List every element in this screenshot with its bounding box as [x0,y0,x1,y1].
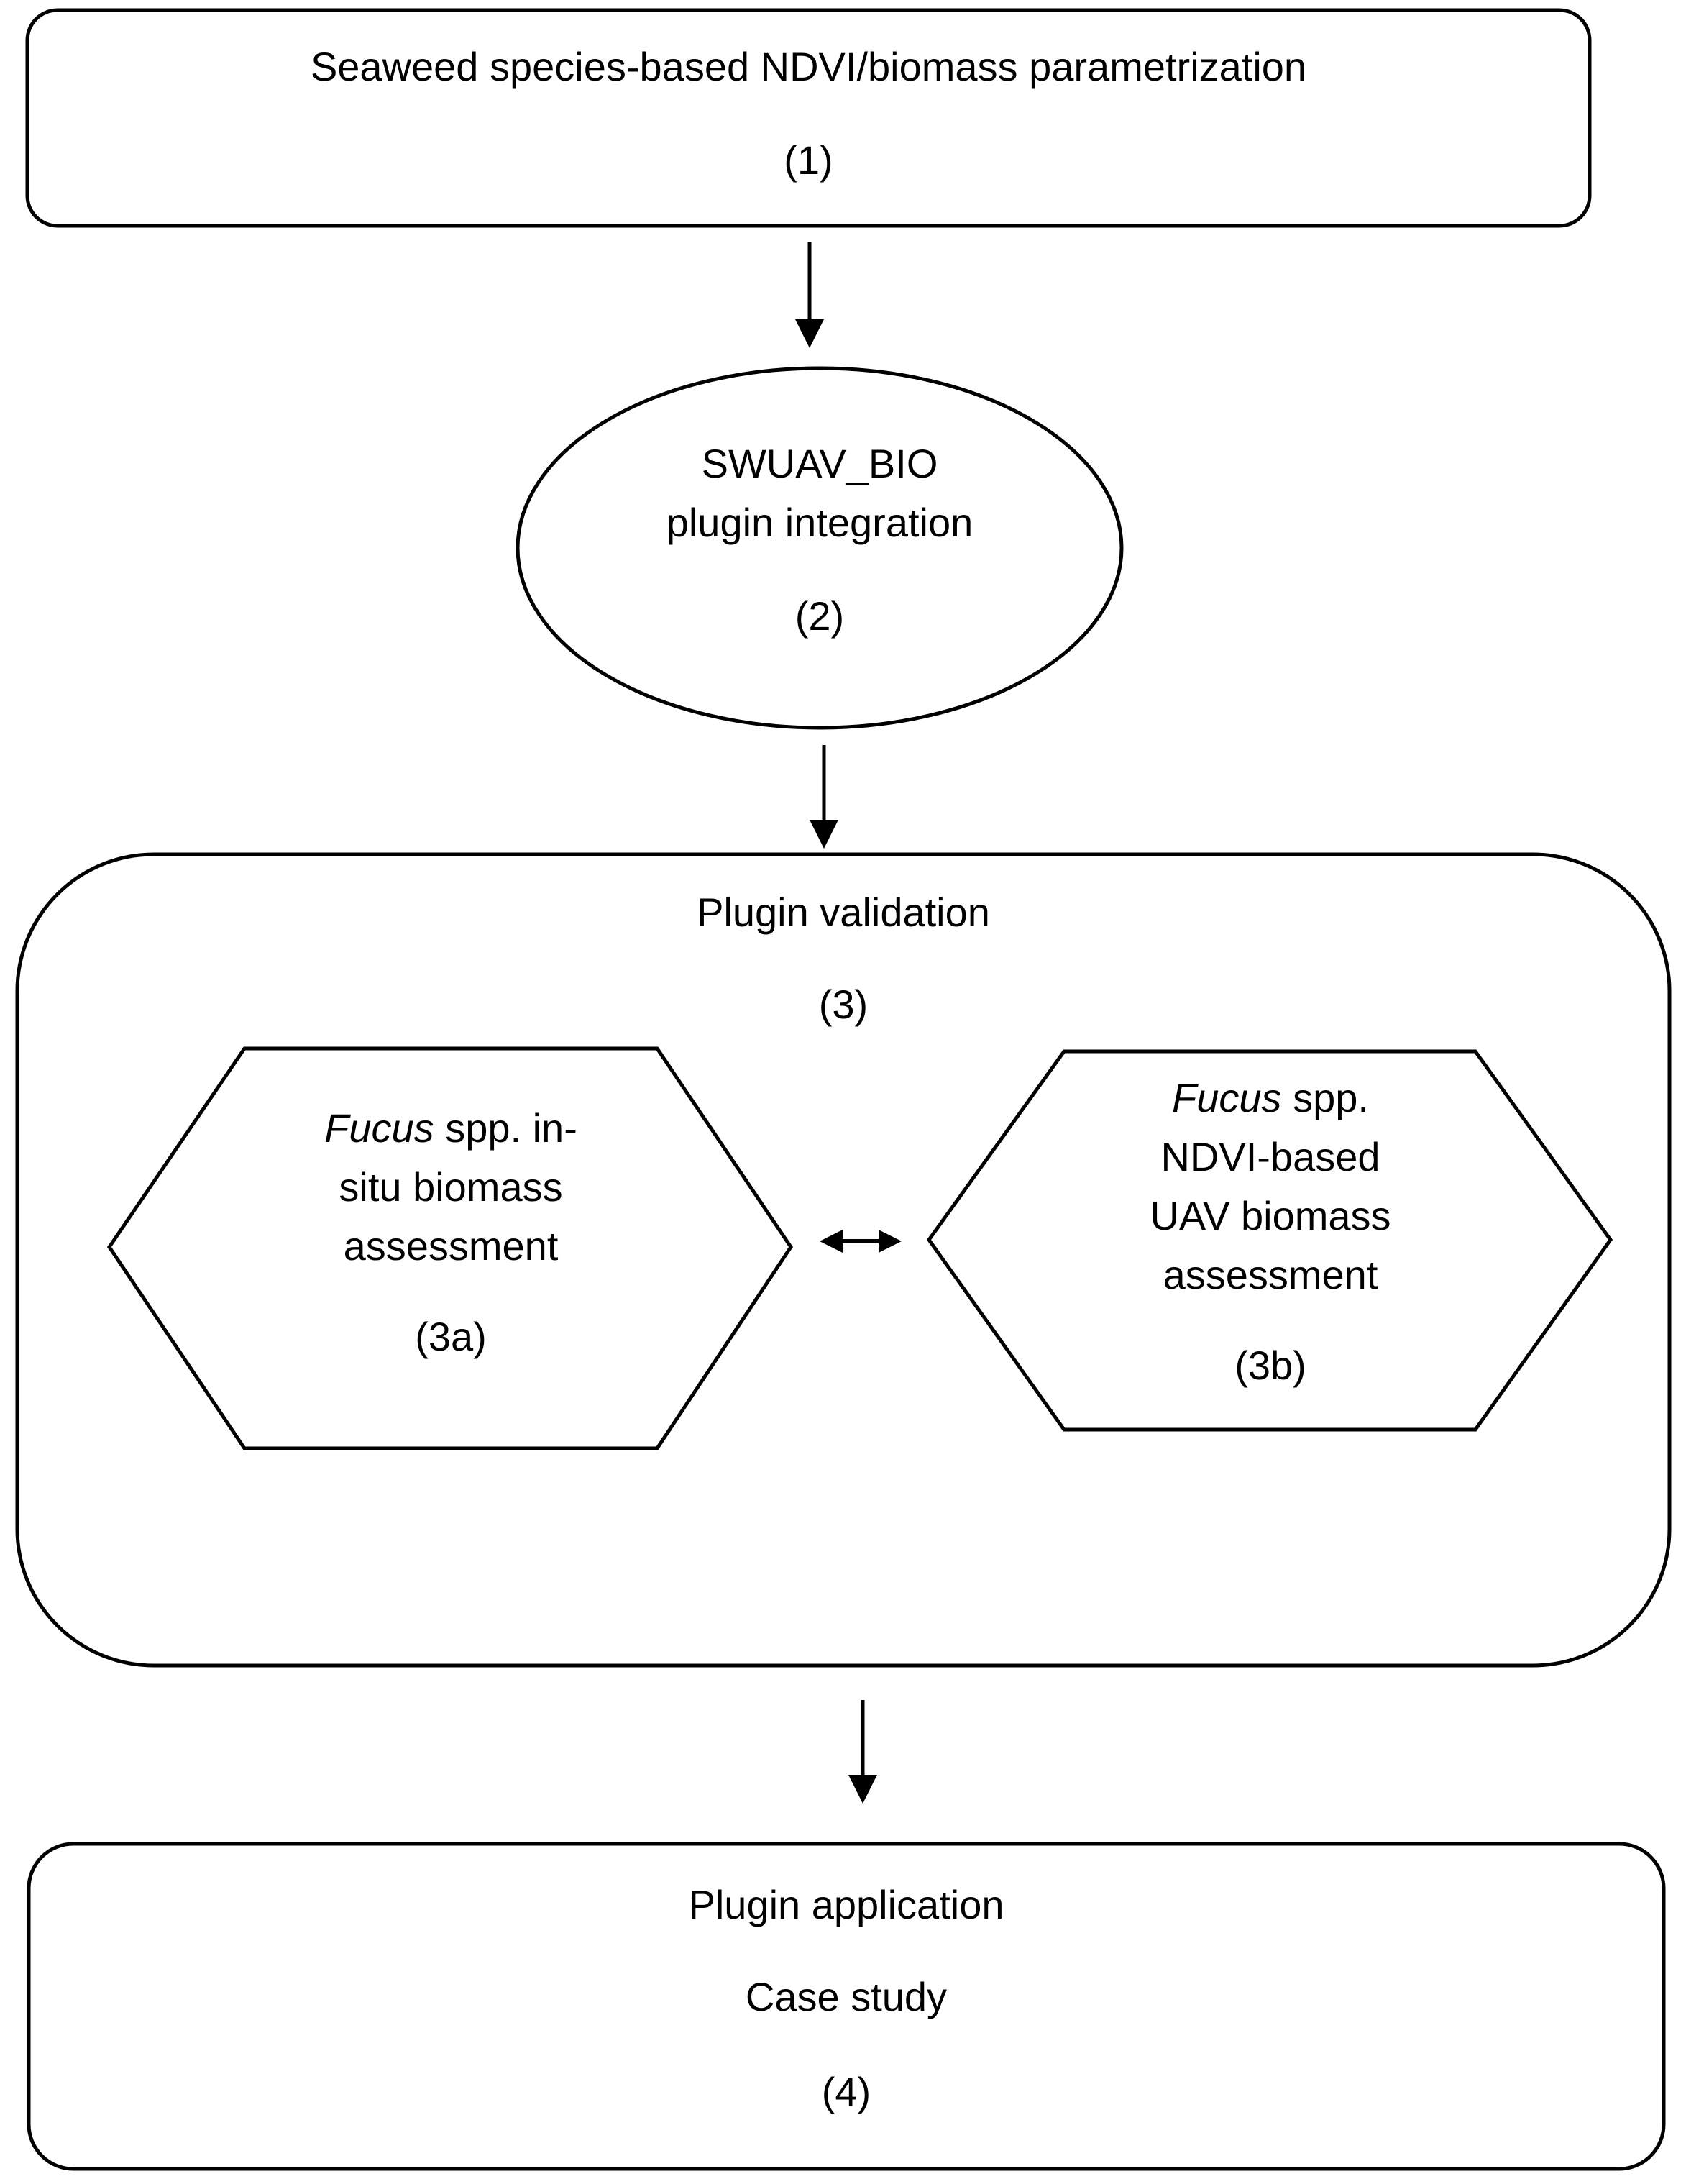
step4-number: (4) [821,2069,871,2114]
step2-line1: SWUAV_BIO [701,441,938,486]
step3a-line2: situ biomass [339,1164,563,1210]
step3b-hexagon [926,1049,1613,1432]
step3-title: Plugin validation [697,890,990,935]
step1-title: Seaweed species-based NDVI/biomass param… [310,44,1307,89]
step1-number: (1) [784,137,833,183]
step3-number: (3) [818,982,869,1027]
step3b-genus: Fucus [1172,1075,1282,1120]
step2-line2: plugin integration [666,500,973,545]
step1-box [25,8,1592,228]
arrow-step2-to-step3 [810,745,838,849]
step3a-line1: Fucus spp. in- [187,1099,715,1158]
step3b-line4: assessment [1163,1252,1378,1297]
step3b-number: (3b) [1234,1343,1306,1388]
step3a-hexagon [106,1046,794,1450]
step4-subtitle: Case study [745,1974,948,2019]
step3a-line1-rest: spp. in- [434,1105,577,1151]
step4-title: Plugin application [688,1882,1004,1927]
step3a-number: (3a) [415,1314,487,1359]
step3b-line2: NDVI-based [1160,1134,1380,1179]
double-arrow-3a-3b [820,1230,902,1253]
step3a-genus: Fucus [324,1105,434,1151]
step3b-line1: Fucus spp. [1007,1069,1534,1128]
step2-number: (2) [794,593,845,639]
step3b-line3: UAV biomass [1150,1193,1391,1238]
arrow-step1-to-step2 [795,242,824,348]
step4-box [27,1842,1666,2171]
step3a-line3: assessment [343,1223,559,1269]
step3b-line1-rest: spp. [1281,1075,1369,1120]
arrow-step3-to-step4 [848,1700,877,1804]
step2-ellipse [516,366,1124,730]
